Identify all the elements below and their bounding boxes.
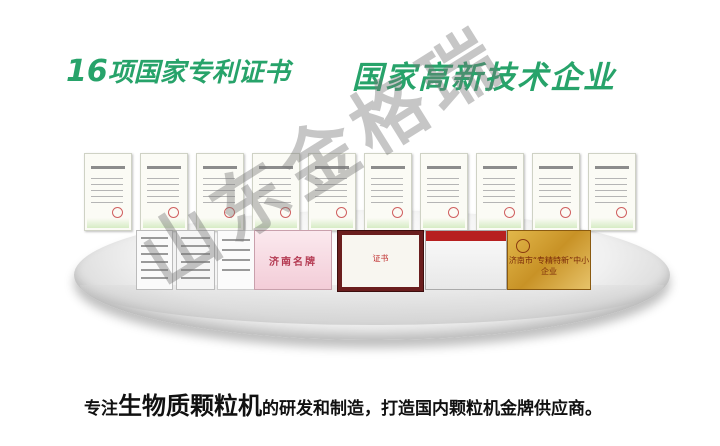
- plaque-award-certificate: [425, 230, 507, 290]
- patent-certificate: [532, 153, 580, 231]
- emblem-icon: [516, 239, 530, 253]
- document-thumbnail-a: [136, 230, 173, 290]
- patent-count: 16: [66, 54, 108, 89]
- patent-label: 项国家专利证书: [107, 58, 290, 88]
- slogan: 专注生物质颗粒机的研发和制造，打造国内颗粒机金牌供应商。: [84, 392, 602, 420]
- patent-certificate: [476, 153, 524, 231]
- document-thumbnail-c: [217, 230, 255, 290]
- plaque-jinan-brand: 济南名牌: [254, 230, 332, 290]
- patent-certificate-row: [84, 153, 644, 231]
- headline-high-tech: 国家高新技术企业: [352, 60, 616, 96]
- document-thumbnail-b: [176, 230, 215, 290]
- patent-certificate: [84, 153, 132, 231]
- patent-certificate: [588, 153, 636, 231]
- plaque-framed-certificate: 证书: [337, 230, 424, 292]
- patent-certificate: [308, 153, 356, 231]
- patent-certificate: [364, 153, 412, 231]
- plaque-gold-award: 济南市“专精特新”中小企业: [507, 230, 591, 290]
- patent-certificate: [140, 153, 188, 231]
- headline-patents: 16项国家专利证书: [66, 52, 290, 89]
- patent-certificate: [252, 153, 300, 231]
- patent-certificate: [420, 153, 468, 231]
- slogan-highlight: 生物质颗粒机: [118, 392, 262, 420]
